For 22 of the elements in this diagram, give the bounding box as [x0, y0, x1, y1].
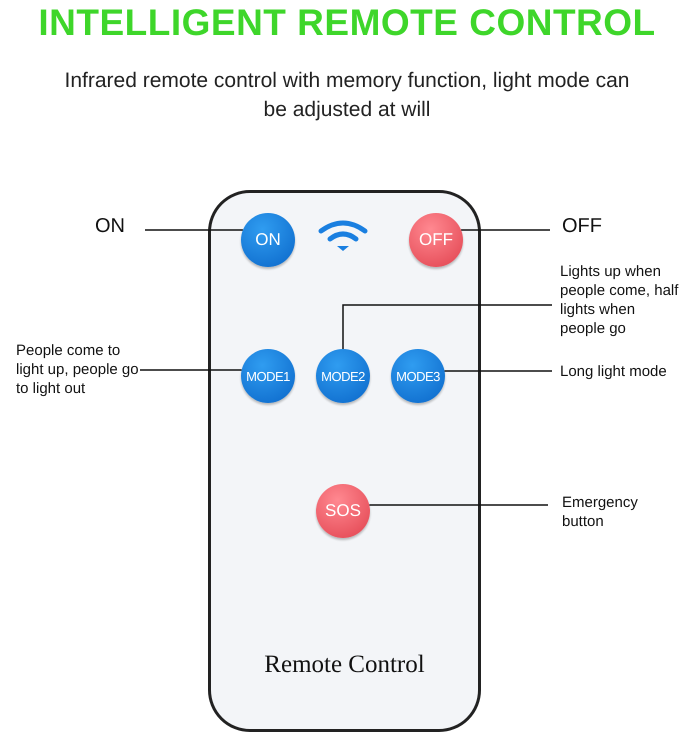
leader-line	[140, 369, 242, 371]
round-button: ON	[241, 213, 295, 267]
leader-line	[342, 304, 552, 349]
callout-text: ON	[85, 217, 145, 243]
callout-text: OFF	[550, 217, 620, 243]
remote-control-body	[208, 190, 481, 732]
round-button: MODE1	[241, 349, 295, 403]
leader-line	[369, 504, 548, 506]
leader-line	[444, 370, 552, 372]
callout-text: Lights up when people come, half lights when people go	[552, 262, 684, 340]
leader-line	[461, 229, 550, 231]
leader-line	[145, 229, 243, 231]
round-button: MODE2	[316, 349, 370, 403]
callout-text: Long light mode	[552, 362, 694, 382]
callout-text: Emergency button	[548, 493, 668, 533]
subtitle: Infrared remote control with memory function, light mode can be adjusted at will	[64, 68, 630, 123]
title: INTELLIGENT REMOTE CONTROL	[37, 2, 657, 44]
round-button: SOS	[316, 484, 370, 538]
remote-label: Remote Control	[263, 651, 426, 679]
callout-text: People come to light up, people go to light out	[10, 341, 140, 399]
round-button: MODE3	[391, 349, 445, 403]
round-button: OFF	[409, 213, 463, 267]
